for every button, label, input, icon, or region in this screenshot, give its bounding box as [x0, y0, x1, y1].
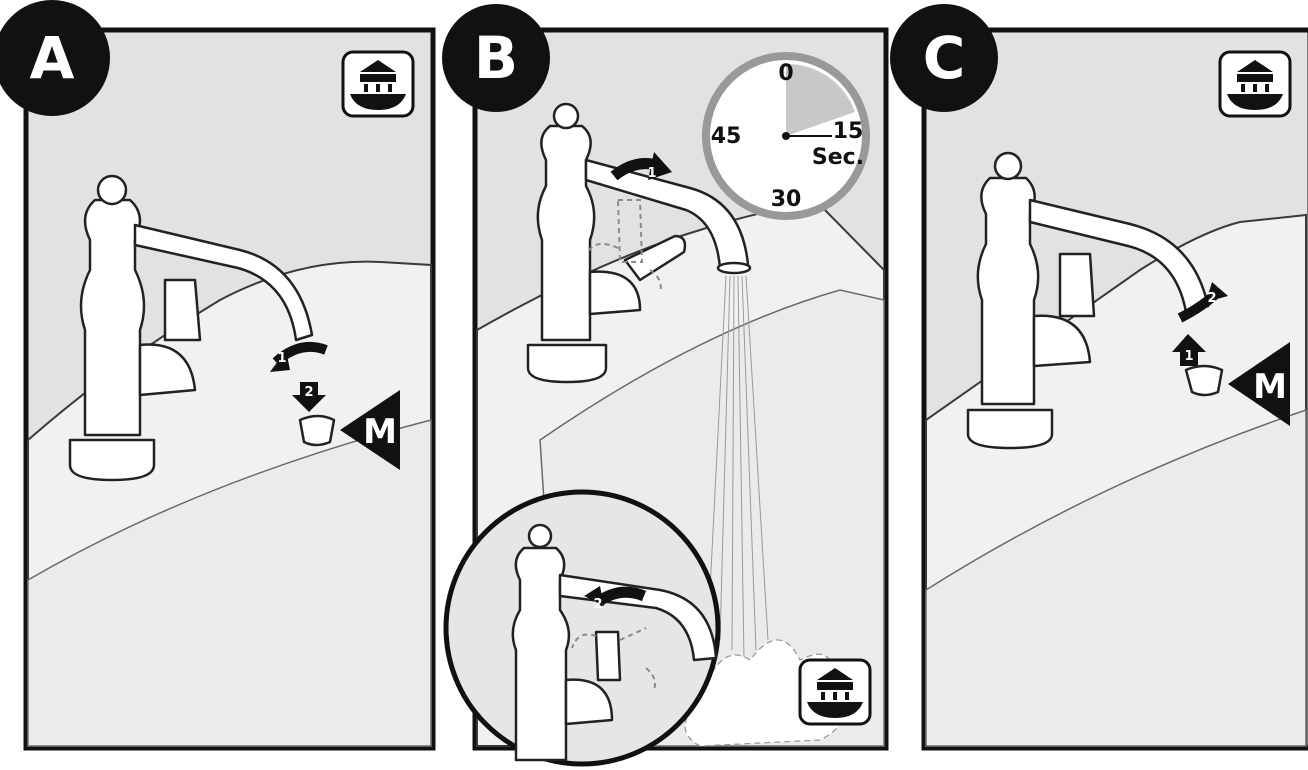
badge-c: C [890, 4, 998, 112]
svg-text:B: B [474, 24, 518, 92]
svg-text:1: 1 [647, 166, 656, 181]
timer-label-0: 0 [778, 61, 793, 86]
svg-text:1: 1 [1184, 349, 1193, 364]
svg-text:1: 1 [277, 351, 286, 366]
aerator-part [300, 416, 334, 445]
flow-mode-icon-b [800, 660, 870, 724]
svg-text:C: C [923, 24, 966, 92]
timer-label-45: 45 [711, 124, 742, 149]
timer-label-unit: Sec. [812, 145, 864, 170]
flow-mode-icon-c [1220, 52, 1290, 116]
stopwatch-icon: 0 15 Sec. 30 45 [706, 56, 866, 216]
svg-text:M: M [363, 412, 397, 452]
svg-text:A: A [30, 24, 75, 92]
panel-b: 1 0 15 Sec. 30 45 [442, 4, 886, 764]
panel-a: 1 2 M A [0, 0, 433, 748]
aerator-part-c [1186, 366, 1222, 395]
svg-text:2: 2 [593, 597, 602, 612]
timer-label-30: 30 [771, 187, 802, 212]
flow-mode-icon [343, 52, 413, 116]
svg-text:M: M [1253, 367, 1287, 407]
svg-text:2: 2 [304, 385, 313, 400]
svg-text:2: 2 [1207, 291, 1216, 306]
badge-b: B [442, 4, 550, 112]
panel-c: 2 1 M C [890, 4, 1308, 748]
timer-label-15: 15 [833, 119, 864, 144]
detail-inset: 2 [446, 492, 718, 764]
